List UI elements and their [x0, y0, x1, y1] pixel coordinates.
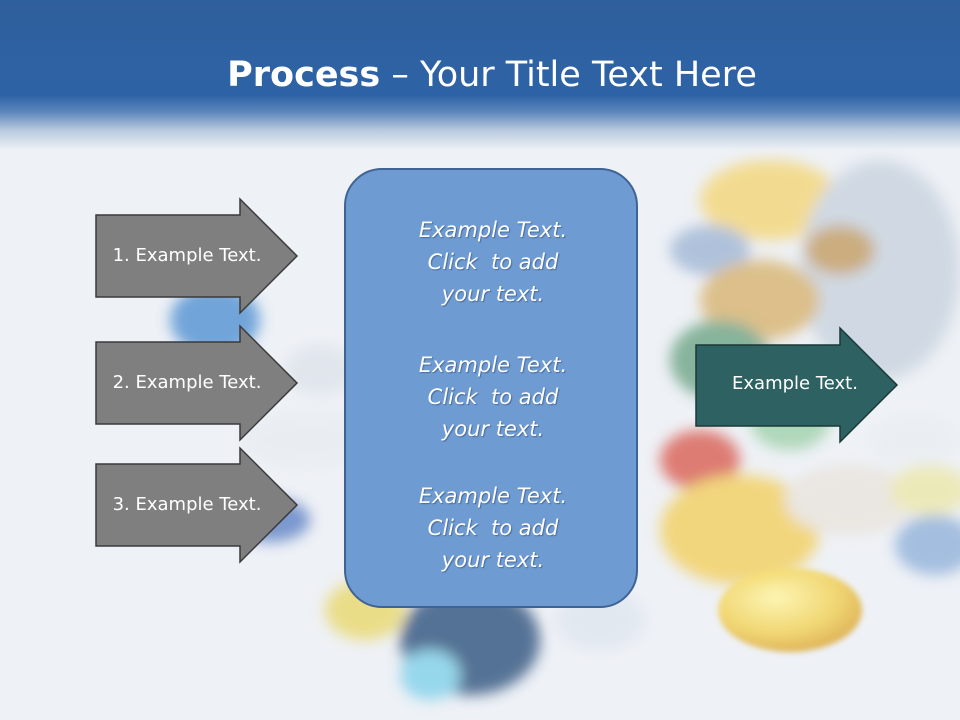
paragraph-line: your text. — [441, 548, 545, 572]
page-title: Process – Your Title Text Here — [0, 52, 960, 98]
step-3-arrow[interactable] — [95, 446, 299, 564]
title-rest: – Your Title Text Here — [380, 55, 757, 95]
step-2-arrow[interactable] — [95, 324, 299, 442]
paragraph-line: Example Text. — [418, 353, 568, 377]
paragraph-line: Click to add — [427, 516, 559, 540]
paragraph-line: Click to add — [427, 385, 559, 409]
step-1-arrow[interactable] — [95, 197, 299, 315]
title-banner — [0, 0, 960, 150]
paragraph-line: your text. — [441, 282, 545, 306]
result-label: Example Text. — [732, 373, 858, 394]
paragraph-line: Example Text. — [418, 218, 568, 242]
result-arrow[interactable] — [695, 326, 899, 444]
step-3-label: 3. Example Text. — [112, 494, 262, 515]
center-paragraph-1: Example Text. Click to add your text. — [346, 214, 640, 310]
step-2-label: 2. Example Text. — [112, 372, 262, 393]
paragraph-line: your text. — [441, 417, 545, 441]
step-1-label: 1. Example Text. — [112, 245, 262, 266]
center-paragraph-3: Example Text. Click to add your text. — [346, 480, 640, 576]
paragraph-line: Click to add — [427, 250, 559, 274]
center-text-box[interactable]: Example Text. Click to add your text. Ex… — [344, 168, 638, 608]
title-bold: Process — [227, 55, 381, 95]
center-paragraph-2: Example Text. Click to add your text. — [346, 349, 640, 445]
paragraph-line: Example Text. — [418, 484, 568, 508]
